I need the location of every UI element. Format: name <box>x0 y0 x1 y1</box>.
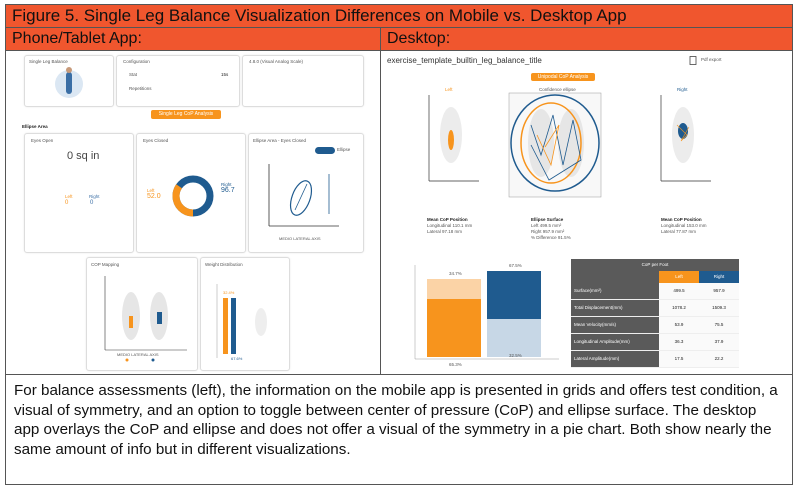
table-cell-left: 53.9 <box>659 317 699 333</box>
eyes-open-left-value: 0 <box>65 200 69 206</box>
bar-top-left: 34.7% <box>449 271 462 276</box>
table-row-label: Surface(mm²) <box>571 283 659 299</box>
eyes-open-title: Eyes Open <box>31 138 54 143</box>
toggle-label: Ellipse <box>337 147 351 152</box>
desktop-file-title: exercise_template_builtin_leg_balance_ti… <box>387 56 542 65</box>
table-title: CoP per Foot <box>571 259 739 271</box>
table-cell-left: 499.5 <box>659 283 699 299</box>
cop-axis-label: MEDIO LATERAL AXIS <box>117 352 159 357</box>
weight-distribution-card: Weight Distribution 32.4% 67.6% <box>200 257 290 371</box>
center-plot-title: Confidence ellipse <box>539 87 576 92</box>
table-cell-right: 1509.3 <box>699 300 739 316</box>
eyes-open-right-value: 0 <box>90 200 94 206</box>
eyes-closed-left-value: 52.0 <box>147 193 161 200</box>
desktop-header: Desktop: <box>387 30 451 47</box>
weight-bar-chart <box>414 265 559 360</box>
table-cell-left: 17.5 <box>659 351 699 367</box>
single-leg-title: Single Leg Balance <box>29 59 68 64</box>
ellipse-plot <box>268 164 339 227</box>
figure: Figure 5. Single Leg Balance Visualizati… <box>5 4 793 485</box>
eyes-closed-title: Eyes Closed <box>143 138 169 143</box>
column-headers: Phone/Tablet App: Desktop: <box>6 28 792 51</box>
pdf-icon <box>689 56 697 65</box>
config-row-stat-value: 15s <box>221 72 229 77</box>
single-leg-card[interactable]: Single Leg Balance <box>24 55 114 107</box>
pdf-export-button[interactable]: Pdf export <box>701 57 722 62</box>
left-stats-lateral: Lateral 97.18 mm <box>427 229 463 234</box>
weight-pct-left: 32.4% <box>223 290 235 295</box>
visual-analog-title: 4.8.0 (Visual Analog Scale) <box>249 59 303 64</box>
right-plot-title: Right <box>677 87 688 92</box>
symmetry-donut-chart <box>172 175 214 217</box>
configuration-card: Configuration Stat 15s Repetitions <box>116 55 240 107</box>
mobile-app-screenshot: Single Leg Balance Configuration Stat 15… <box>6 51 381 374</box>
eyes-closed-right-value: 96.7 <box>221 187 235 194</box>
eyes-closed-card: Eyes Closed Left 52.0 Right 96.7 <box>136 133 246 253</box>
eyes-closed-right-label: Right <box>221 182 232 187</box>
center-stats-difference: % Difference 91.5% <box>531 235 571 240</box>
medio-lateral-axis-label: MEDIO LATERAL AXIS <box>279 236 321 241</box>
table-cell-right: 957.9 <box>699 283 739 299</box>
cop-mapping-card: COP Mapping MEDIO LATERAL AXIS <box>86 257 198 371</box>
athlete-photo-icon <box>55 67 83 98</box>
right-stats-longitudinal: Longitudinal 153.0 mm <box>661 223 707 228</box>
eyes-open-card: Eyes Open 0 sq in Left Right 0 0 <box>24 133 134 253</box>
cop-ellipse-toggle[interactable] <box>315 147 335 154</box>
eyes-closed-left-label: Left <box>147 188 155 193</box>
table-cell-right: 22.2 <box>699 351 739 367</box>
table-cell-right: 75.5 <box>699 317 739 333</box>
eyes-open-left-label: Left <box>65 194 73 199</box>
bar-bottom-right: 32.5% <box>509 353 522 358</box>
right-stats-lateral: Lateral 77.87 mm <box>661 229 697 234</box>
config-title: Configuration <box>123 59 150 64</box>
table-cell-left: 36.3 <box>659 334 699 350</box>
phone-tablet-header: Phone/Tablet App: <box>6 28 381 50</box>
bar-bottom-left: 65.3% <box>449 362 462 367</box>
bar-top-right: 67.5% <box>509 263 522 268</box>
table-head-right: Right <box>699 271 739 283</box>
table-row-label: Lateral Amplitude(mm) <box>571 351 659 367</box>
table-row-label: Total Displacement(mm) <box>571 300 659 316</box>
figure-title: Figure 5. Single Leg Balance Visualizati… <box>6 5 792 28</box>
cop-mapping-footprints <box>104 276 187 362</box>
config-row-stat: Stat <box>129 72 138 77</box>
table-cell-left: 1078.2 <box>659 300 699 316</box>
weight-distribution-title: Weight Distribution <box>205 262 243 267</box>
config-row-repetitions: Repetitions <box>129 86 152 91</box>
desktop-cop-plots <box>428 92 711 198</box>
right-stats-heading: Mean CoP Position <box>661 217 702 222</box>
panels: Single Leg Balance Configuration Stat 15… <box>6 51 792 375</box>
visual-analog-card: 4.8.0 (Visual Analog Scale) <box>242 55 364 107</box>
unipodal-cop-analysis-button[interactable]: Unipodal CoP Analysis <box>531 73 595 81</box>
left-stats-heading: Mean CoP Position <box>427 217 468 222</box>
ellipse-eyes-closed-card: Ellipse Area - Eyes Closed Ellipse MEDIO… <box>248 133 364 253</box>
center-stats-right: Right 957.9 mm² <box>531 229 565 234</box>
eyes-open-right-label: Right <box>89 194 100 199</box>
table-row-label: Mean Velocity(mm/s) <box>571 317 659 333</box>
eyes-open-value: 0 sq in <box>67 150 100 162</box>
center-stats-left: Left 499.5 mm² <box>531 223 562 228</box>
left-plot-title: Left <box>445 87 453 92</box>
desktop-app-screenshot: exercise_template_builtin_leg_balance_ti… <box>381 51 792 374</box>
figure-caption: For balance assessments (left), the info… <box>14 382 778 458</box>
left-stats-longitudinal: Longitudinal 110.1 mm <box>427 223 473 228</box>
center-stats-heading: Ellipse Surface <box>531 217 564 222</box>
table-head-blank <box>571 271 659 283</box>
table-head-left: Left <box>659 271 699 283</box>
table-row-label: Longitudinal Amplitude(mm) <box>571 334 659 350</box>
ellipse-area-heading: Ellipse Area <box>22 124 48 129</box>
weight-distribution-bars <box>216 284 267 358</box>
ellipse-eyes-closed-title: Ellipse Area - Eyes Closed <box>253 138 307 143</box>
cop-mapping-title: COP Mapping <box>91 262 120 267</box>
cop-per-foot-table: CoP per Foot Left Right Surface(mm²)499.… <box>571 259 739 368</box>
weight-pct-right: 67.6% <box>231 356 243 361</box>
table-cell-right: 37.9 <box>699 334 739 350</box>
single-leg-cop-analysis-button[interactable]: Single Leg CoP Analysis <box>151 110 221 119</box>
